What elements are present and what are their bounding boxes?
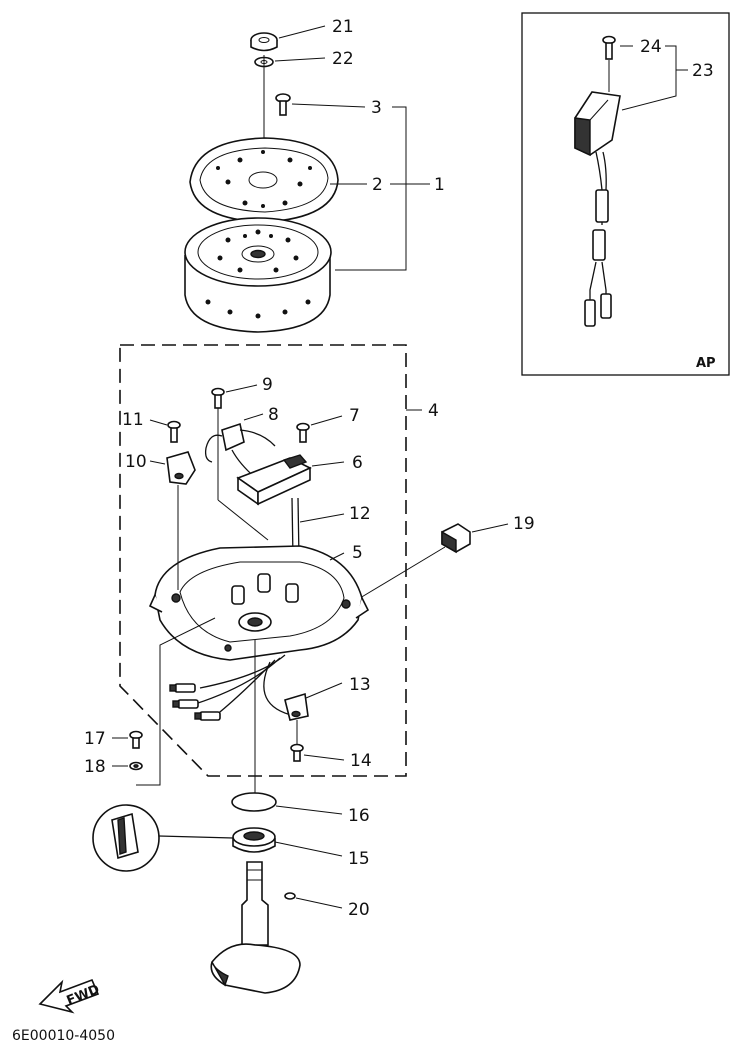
screw-11 bbox=[167, 420, 181, 443]
label-part-24: 24 bbox=[640, 37, 662, 57]
label-part-17: 17 bbox=[84, 729, 106, 749]
label-part-14: 14 bbox=[350, 751, 372, 771]
stator-base-plate-5 bbox=[148, 545, 370, 661]
pulser-coil-8 bbox=[204, 422, 276, 481]
label-part-12: 12 bbox=[349, 504, 371, 524]
forward-direction-arrow: FWD bbox=[38, 978, 102, 1014]
label-part-19: 19 bbox=[513, 514, 535, 534]
washer-18 bbox=[129, 761, 143, 771]
drawing-code: 6E00010-4050 bbox=[12, 1028, 115, 1044]
grommet-19 bbox=[441, 523, 471, 554]
label-part-22: 22 bbox=[332, 49, 354, 69]
o-ring-16 bbox=[231, 792, 277, 812]
screw-9 bbox=[211, 387, 225, 409]
woodruff-key-20 bbox=[284, 892, 296, 900]
ap-inset-box: 24 23 AP bbox=[521, 12, 730, 376]
inset-switch-unit bbox=[574, 91, 621, 157]
coil-10 bbox=[166, 451, 196, 485]
label-part-5: 5 bbox=[352, 543, 363, 563]
crankshaft bbox=[210, 861, 301, 994]
flywheel-rotor bbox=[184, 217, 332, 333]
bolt-14 bbox=[290, 743, 304, 762]
label-part-6: 6 bbox=[352, 453, 363, 473]
inset-screw bbox=[602, 35, 616, 60]
label-part-18: 18 bbox=[84, 757, 106, 777]
seal-detail-circle bbox=[92, 804, 234, 872]
screw-7 bbox=[296, 422, 310, 443]
flywheel-bolt bbox=[275, 93, 291, 116]
clamp-13 bbox=[284, 692, 309, 721]
starter-pulley bbox=[189, 137, 339, 223]
label-part-16: 16 bbox=[348, 806, 370, 826]
label-part-1: 1 bbox=[434, 175, 445, 195]
charge-coil-6 bbox=[236, 454, 312, 506]
label-part-4: 4 bbox=[428, 401, 439, 421]
label-part-7: 7 bbox=[349, 406, 360, 426]
flywheel-nut bbox=[250, 32, 278, 52]
label-part-20: 20 bbox=[348, 900, 370, 920]
inset-tag: AP bbox=[696, 356, 716, 371]
stator-assembly-boundary bbox=[119, 344, 407, 777]
screw-17 bbox=[129, 730, 143, 749]
label-part-15: 15 bbox=[348, 849, 370, 869]
label-part-11: 11 bbox=[122, 410, 144, 430]
label-part-10: 10 bbox=[125, 452, 147, 472]
label-part-13: 13 bbox=[349, 675, 371, 695]
label-part-21: 21 bbox=[332, 17, 354, 37]
label-part-3: 3 bbox=[371, 98, 382, 118]
label-part-8: 8 bbox=[268, 405, 279, 425]
wire-harness bbox=[169, 654, 296, 721]
label-part-2: 2 bbox=[372, 175, 383, 195]
label-part-9: 9 bbox=[262, 375, 273, 395]
label-part-23: 23 bbox=[692, 61, 714, 81]
oil-seal-15 bbox=[232, 827, 276, 853]
